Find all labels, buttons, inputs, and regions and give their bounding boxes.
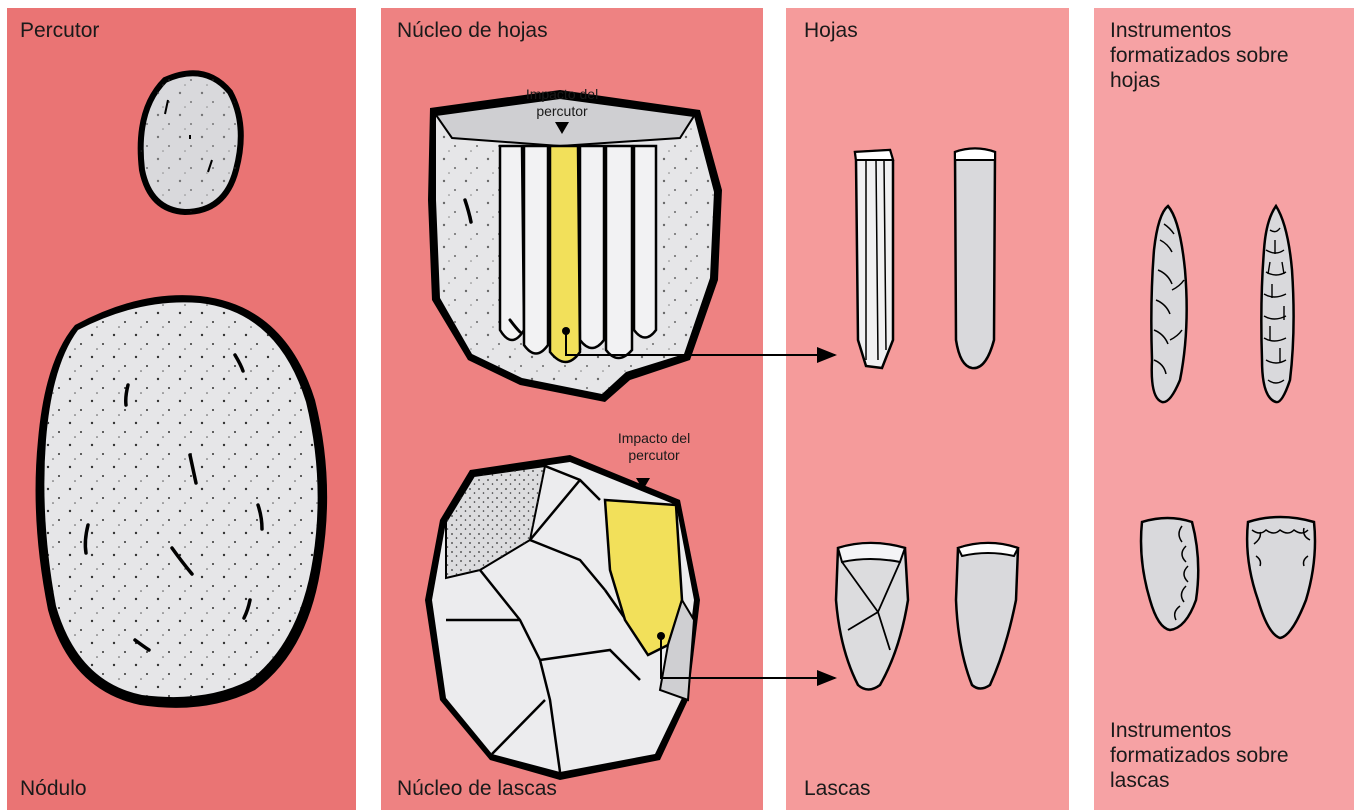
label-instrumentos-hojas: Instrumentos formatizados sobre hojas bbox=[1110, 18, 1289, 93]
percutor-stone bbox=[141, 73, 241, 212]
instrumento-hoja-2 bbox=[1261, 206, 1293, 402]
label-percutor: Percutor bbox=[20, 18, 99, 43]
label-nucleo-de-lascas: Núcleo de lascas bbox=[397, 776, 557, 801]
label-instrumentos-lascas: Instrumentos formatizados sobre lascas bbox=[1110, 718, 1289, 793]
hoja-2 bbox=[955, 149, 995, 369]
nucleo-de-hojas bbox=[428, 90, 835, 402]
label-hojas: Hojas bbox=[804, 18, 858, 43]
instrumento-hoja-1 bbox=[1151, 206, 1186, 402]
nodulo-stone bbox=[36, 295, 328, 708]
label-impacto-hojas: Impacto del percutor bbox=[506, 86, 618, 120]
lasca-1 bbox=[836, 543, 908, 690]
label-impacto-lascas: Impacto del percutor bbox=[598, 430, 710, 464]
instrumento-lasca-1 bbox=[1141, 518, 1198, 630]
nucleo-de-lascas bbox=[425, 455, 835, 780]
hoja-1 bbox=[855, 150, 893, 368]
lasca-2 bbox=[956, 543, 1018, 689]
label-nucleo-de-hojas: Núcleo de hojas bbox=[397, 18, 548, 43]
instrumento-lasca-2 bbox=[1247, 517, 1315, 638]
label-nodulo: Nódulo bbox=[20, 776, 87, 801]
label-lascas: Lascas bbox=[804, 776, 871, 801]
